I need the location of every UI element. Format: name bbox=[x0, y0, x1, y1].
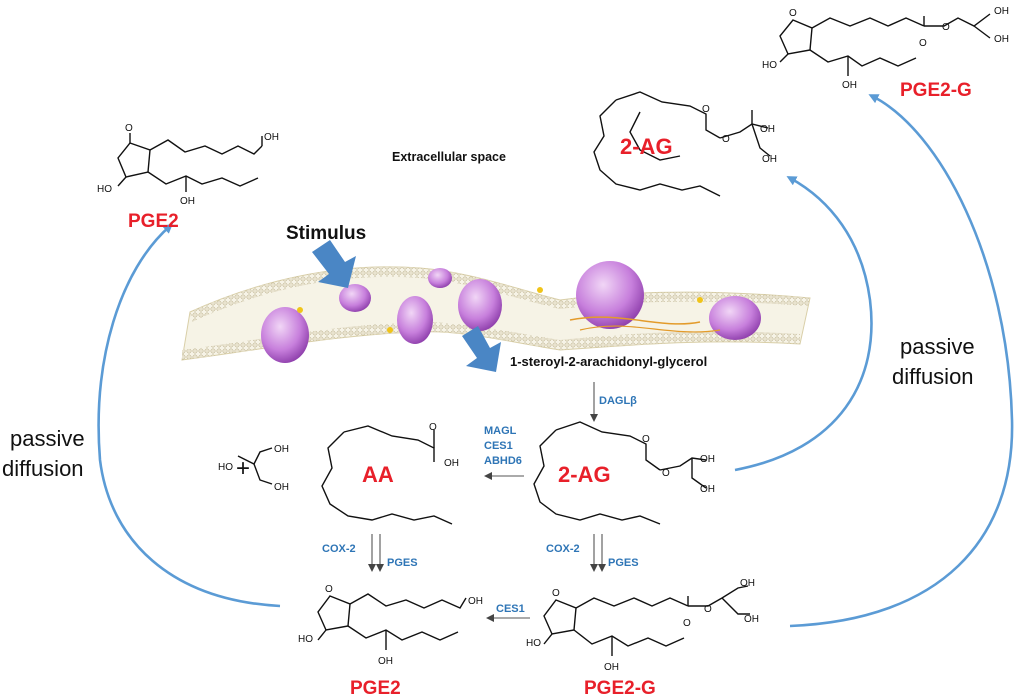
enzyme-magl: MAGL bbox=[484, 425, 517, 437]
label-pge2-bottom: PGE2 bbox=[350, 678, 401, 698]
enzyme-dagl: DAGLβ bbox=[599, 395, 637, 407]
glycerol-structure bbox=[237, 447, 273, 485]
atom-o: O bbox=[325, 584, 333, 595]
atom-oh: OH bbox=[842, 80, 857, 91]
enzyme-abhd6: ABHD6 bbox=[484, 455, 522, 467]
enzyme-cox2-left: COX-2 bbox=[322, 543, 356, 555]
pge2g-structure-bottom bbox=[543, 585, 750, 656]
membrane-protein bbox=[397, 296, 433, 344]
enzyme-ces1-bottom: CES1 bbox=[496, 603, 525, 615]
enzyme-pges-right: PGES bbox=[608, 557, 639, 569]
membrane-protein bbox=[339, 284, 371, 312]
atom-oh: OH bbox=[762, 154, 777, 165]
atom-oh: OH bbox=[994, 6, 1009, 17]
atom-oh: OH bbox=[700, 484, 715, 495]
two-ag-structure-top bbox=[593, 91, 771, 197]
atom-ho: HO bbox=[298, 634, 313, 645]
stimulus-arrow bbox=[312, 240, 356, 288]
cell-membrane-illustration bbox=[181, 261, 811, 363]
membrane-protein bbox=[709, 296, 761, 340]
atom-oh: OH bbox=[604, 662, 619, 673]
atom-o: O bbox=[683, 618, 691, 629]
atom-ho: HO bbox=[218, 462, 233, 473]
atom-oh: OH bbox=[994, 34, 1009, 45]
atom-o: O bbox=[552, 588, 560, 599]
atom-o: O bbox=[919, 38, 927, 49]
atom-o: O bbox=[789, 8, 797, 19]
passive-diffusion-arrow-left bbox=[97, 223, 281, 608]
atom-oh: OH bbox=[264, 132, 279, 143]
stimulus-label: Stimulus bbox=[286, 223, 366, 244]
pge2-structure-top bbox=[117, 133, 263, 192]
label-pge2-top: PGE2 bbox=[128, 211, 179, 232]
atom-o: O bbox=[722, 134, 730, 145]
passive-diffusion-arrow-right-inner bbox=[734, 176, 873, 472]
atom-ho: HO bbox=[526, 638, 541, 649]
entry-arrow bbox=[462, 326, 501, 372]
atom-o: O bbox=[704, 604, 712, 615]
pge2-structure-bottom bbox=[317, 593, 467, 650]
label-aa: AA bbox=[362, 462, 394, 487]
two-ag-structure-mid bbox=[533, 421, 707, 525]
atom-o: O bbox=[942, 22, 950, 33]
label-2ag-top: 2-AG bbox=[620, 134, 673, 159]
atom-o: O bbox=[642, 434, 650, 445]
enzyme-cox2-right: COX-2 bbox=[546, 543, 580, 555]
passive-diffusion-left-line2: diffusion bbox=[2, 456, 84, 481]
atom-oh: OH bbox=[468, 596, 483, 607]
extracellular-space-label: Extracellular space bbox=[392, 150, 506, 164]
atom-oh: OH bbox=[444, 458, 459, 469]
passive-diffusion-right-line1: passive bbox=[900, 334, 975, 359]
membrane-protein bbox=[261, 307, 309, 363]
membrane-protein bbox=[428, 268, 452, 288]
atom-o: O bbox=[702, 104, 710, 115]
label-pge2g-bottom: PGE2-G bbox=[584, 678, 656, 698]
atom-oh: OH bbox=[740, 578, 755, 589]
atom-oh: OH bbox=[180, 196, 195, 207]
enzyme-ces1: CES1 bbox=[484, 440, 513, 452]
atom-ho: HO bbox=[97, 184, 112, 195]
passive-diffusion-arrow-right-outer bbox=[789, 94, 1014, 628]
aa-structure bbox=[321, 425, 453, 525]
atom-ho: HO bbox=[762, 60, 777, 71]
atom-oh: OH bbox=[700, 454, 715, 465]
atom-oh: OH bbox=[274, 444, 289, 455]
atom-oh: OH bbox=[378, 656, 393, 667]
atom-o: O bbox=[662, 468, 670, 479]
passive-diffusion-right-line2: diffusion bbox=[892, 364, 974, 389]
pge2g-structure-top bbox=[779, 13, 991, 76]
passive-diffusion-left-line1: passive bbox=[10, 426, 85, 451]
plus-sign: + bbox=[236, 455, 250, 482]
precursor-label: 1-steroyl-2-arachidonyl-glycerol bbox=[510, 354, 707, 369]
enzyme-pges-left: PGES bbox=[387, 557, 418, 569]
atom-oh: OH bbox=[274, 482, 289, 493]
atom-oh: OH bbox=[744, 614, 759, 625]
membrane-protein bbox=[576, 261, 644, 329]
atom-o: O bbox=[125, 123, 133, 134]
atom-o: O bbox=[429, 422, 437, 433]
label-2ag-mid: 2-AG bbox=[558, 462, 611, 487]
label-pge2g-top: PGE2-G bbox=[900, 80, 972, 101]
membrane-protein bbox=[458, 279, 502, 331]
atom-oh: OH bbox=[760, 124, 775, 135]
